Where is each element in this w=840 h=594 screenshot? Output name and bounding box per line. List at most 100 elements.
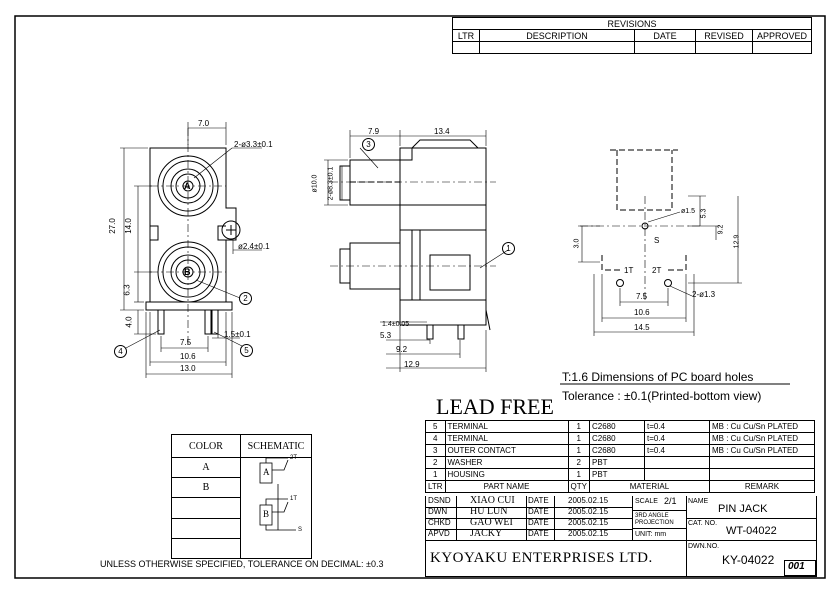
jack-label-a: A xyxy=(184,181,191,191)
tb-chkd-name: GAO WEI xyxy=(470,517,513,528)
schematic-label-1t: 1T xyxy=(290,496,298,502)
rev-header-approved: APPROVED xyxy=(752,29,812,42)
side-view xyxy=(330,139,496,340)
tb-dsnd-label: DSND xyxy=(428,496,451,505)
pcb-label-2t: 2T xyxy=(652,266,662,275)
dim-front-hole: 2-ø3.3±0.1 xyxy=(234,140,273,149)
tb-cat-value: WT-04022 xyxy=(726,525,777,537)
schematic-label-a: A xyxy=(263,467,270,477)
table-row: 4 TERMINAL 1 C2680 t=0.4 MB : Cu Cu/Sn P… xyxy=(425,432,816,445)
tb-sheet-number: 001 xyxy=(788,561,805,572)
balloon-4: 4 xyxy=(114,345,127,358)
tb-dwn-name: HU LUN xyxy=(470,506,508,517)
tb-date-label: DATE xyxy=(528,529,549,538)
tb-date-label: DATE xyxy=(528,507,549,516)
tb-apvd-name: JACKY xyxy=(470,528,503,539)
balloon-3: 3 xyxy=(362,138,375,151)
schematic-label-2t: 2T xyxy=(290,455,298,461)
dim-front-14: 14.0 xyxy=(123,218,133,234)
dim-side-79: 7.9 xyxy=(368,127,380,136)
schematic-label-b: B xyxy=(263,509,270,519)
dim-front-63: 6.3 xyxy=(122,284,132,296)
pcb-label-s: S xyxy=(654,236,660,245)
tb-projection-1: 3RD ANGLE xyxy=(635,513,669,519)
balloon-1: 1 xyxy=(502,242,515,255)
dim-front-4: 4.0 xyxy=(124,316,134,328)
schematic-label-s: S xyxy=(298,527,303,533)
dim-side-53: 5.3 xyxy=(380,331,392,340)
tb-name-label: NAME xyxy=(688,498,709,505)
legend-header-schematic: SCHEMATIC xyxy=(240,434,312,458)
dim-pcb-75: 7.5 xyxy=(636,292,648,301)
rev-header-revised: REVISED xyxy=(695,29,753,42)
pcb-note-tolerance: Tolerance : ±0.1(Printed-bottom view) xyxy=(562,389,762,403)
dim-side-134: 13.4 xyxy=(434,127,450,136)
tb-chkd-label: CHKD xyxy=(428,518,451,527)
tb-cat-label: CAT. NO. xyxy=(688,520,718,527)
legend-row-b: B xyxy=(171,477,241,499)
dim-front-15: 1.5±0.1 xyxy=(224,330,251,339)
legend-header-color: COLOR xyxy=(171,434,241,458)
dim-front-75: 7.5 xyxy=(180,338,192,347)
color-schematic-legend: COLOR SCHEMATIC A B xyxy=(171,434,312,560)
dim-front-pin: ø2.4±0.1 xyxy=(238,242,270,251)
dim-side-14: 1.4±0.05 xyxy=(382,321,410,328)
dim-side-d83: 2-ø8.3±0.1 xyxy=(327,166,335,201)
tb-date-label: DATE xyxy=(528,518,549,527)
tb-date-value: 2005.02.15 xyxy=(568,518,609,527)
tb-projection-2: PROJECTION xyxy=(635,520,674,526)
bom-header-row: LTR PART NAME QTY MATERIAL REMARK xyxy=(425,480,816,493)
legend-row-a: A xyxy=(171,456,241,479)
table-row: 2 WASHER 2 PBT xyxy=(425,456,816,469)
table-row: 1 HOUSING 1 PBT xyxy=(425,468,816,481)
table-row: 5 TERMINAL 1 C2680 t=0.4 MB : Cu Cu/Sn P… xyxy=(425,420,816,433)
dim-pcb-15: ø1.5 xyxy=(681,208,696,215)
pcb-dimensions xyxy=(578,195,742,336)
dim-front-13: 13.0 xyxy=(180,364,196,373)
tb-dsnd-name: XIAO CUI xyxy=(470,495,515,506)
bill-of-materials: 5 TERMINAL 1 C2680 t=0.4 MB : Cu Cu/Sn P… xyxy=(425,420,816,493)
balloon-5: 5 xyxy=(240,344,253,357)
dim-front-27: 27.0 xyxy=(107,218,117,234)
title-block: DSND XIAO CUI DWN HU LUN CHKD GAO WEI AP… xyxy=(425,496,817,577)
dim-pcb-53: 5.3 xyxy=(700,208,708,219)
table-row: 3 OUTER CONTACT 1 C2680 t=0.4 MB : Cu Cu… xyxy=(425,444,816,457)
dim-front-106: 10.6 xyxy=(180,352,196,361)
general-tolerance-note: UNLESS OTHERWISE SPECIFIED, TOLERANCE ON… xyxy=(100,559,384,569)
tb-dwn-label: DWN xyxy=(428,507,448,516)
dim-pcb-13: 2-ø1.3 xyxy=(692,290,716,299)
dim-pcb-3: 3.0 xyxy=(573,238,581,249)
tb-date-value: 2005.02.15 xyxy=(568,507,609,516)
dim-side-129: 12.9 xyxy=(404,360,420,369)
tb-date-label: DATE xyxy=(528,496,549,505)
tb-unit: UNIT: mm xyxy=(635,531,667,538)
front-dimensions xyxy=(120,122,262,378)
front-view xyxy=(145,128,241,345)
pcb-label-1t: 1T xyxy=(624,266,634,275)
tb-scale-value: 2/1 xyxy=(664,496,677,506)
tb-scale-label: SCALE xyxy=(635,498,658,505)
dim-pcb-145: 14.5 xyxy=(634,323,650,332)
dim-side-d10: ø10.0 xyxy=(311,174,319,193)
rev-header-ltr: LTR xyxy=(452,29,480,42)
dim-pcb-129: 12.9 xyxy=(733,234,741,249)
tb-date-value: 2005.02.15 xyxy=(568,496,609,505)
side-dimensions xyxy=(324,130,509,372)
pcb-note-title: T:1.6 Dimensions of PC board holes xyxy=(562,370,754,384)
lead-free-label: LEAD FREE xyxy=(436,394,554,419)
dim-pcb-92: 9.2 xyxy=(717,224,725,235)
tb-dwg-no-label: DWN.NO. xyxy=(688,543,720,550)
jack-label-b: B xyxy=(184,267,191,277)
tb-apvd-label: APVD xyxy=(428,529,450,538)
dim-pcb-106: 10.6 xyxy=(634,308,650,317)
tb-name-value: PIN JACK xyxy=(718,503,768,515)
revisions-title: REVISIONS xyxy=(452,17,812,30)
tb-date-value: 2005.02.15 xyxy=(568,529,609,538)
rev-header-description: DESCRIPTION xyxy=(479,29,635,42)
tb-dwg-no-value: KY-04022 xyxy=(722,553,775,567)
revisions-table: REVISIONS LTR DESCRIPTION DATE REVISED A… xyxy=(452,17,812,54)
pcb-view xyxy=(580,149,700,300)
rev-header-date: DATE xyxy=(634,29,696,42)
tb-company: KYOYAKU ENTERPRISES LTD. xyxy=(430,550,653,566)
